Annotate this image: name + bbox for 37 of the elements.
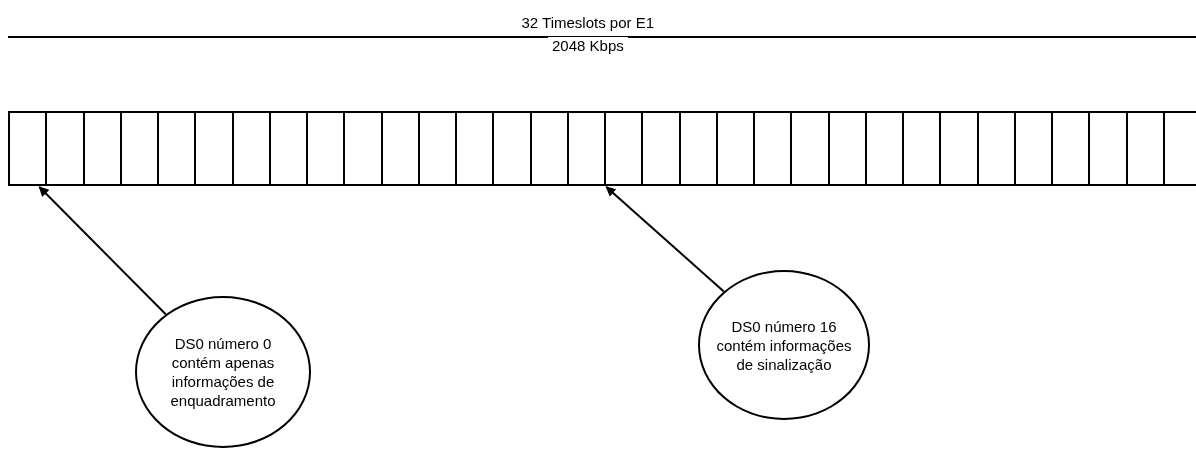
timeslot-cell	[82, 111, 122, 186]
timeslot-cell	[1013, 111, 1053, 186]
timeslot-cell	[1051, 111, 1091, 186]
timeslot-cell	[1125, 111, 1165, 186]
timeslot-cell	[157, 111, 197, 186]
timeslot-cell	[976, 111, 1016, 186]
timeslot-cell	[455, 111, 495, 186]
timeslot-cell	[343, 111, 383, 186]
timeslot-cell	[939, 111, 979, 186]
timeslot-cell	[380, 111, 420, 186]
timeslot-cell	[306, 111, 346, 186]
timeslot-cell	[417, 111, 457, 186]
timeslot-cell	[194, 111, 234, 186]
arrow	[38, 186, 167, 316]
timeslot-cell	[678, 111, 718, 186]
timeslot-cell	[231, 111, 271, 186]
timeslot-cell	[566, 111, 606, 186]
callout-text: DS0 número 0 contém apenas informações de enquadramento	[169, 334, 277, 410]
timeslot-cell	[529, 111, 569, 186]
timeslot-cell	[827, 111, 867, 186]
timeslot-cell	[604, 111, 644, 186]
arrow	[605, 186, 725, 293]
timeslot-cell	[902, 111, 942, 186]
timeslot-cell	[715, 111, 755, 186]
timeslot-cell	[45, 111, 85, 186]
timeslot-cell	[790, 111, 830, 186]
timeslot-cell	[864, 111, 904, 186]
timeslot-cell	[119, 111, 159, 186]
timeslot-cell	[492, 111, 532, 186]
callout-text: DS0 número 16 contém informações de sinalização	[715, 316, 853, 374]
timeslot-cell	[753, 111, 793, 186]
timeslot-cell	[641, 111, 681, 186]
timeslot-cell	[1162, 111, 1196, 186]
timeslot-cell	[8, 111, 48, 186]
timeslot-cell	[1088, 111, 1128, 186]
timeslot-cell	[268, 111, 308, 186]
rate-label: 2048 Kbps	[548, 37, 628, 54]
